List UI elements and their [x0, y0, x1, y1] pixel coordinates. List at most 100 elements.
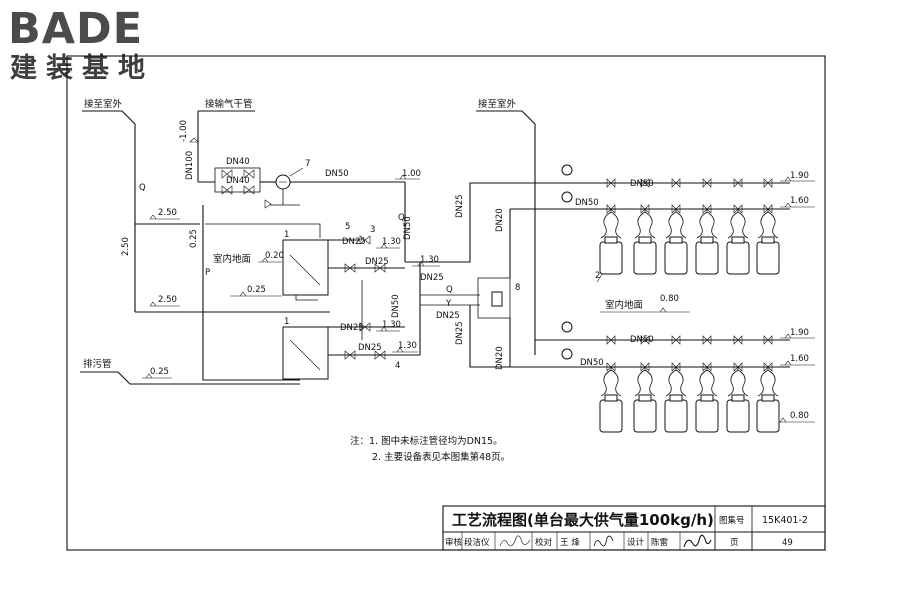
valve-group-dn40	[221, 169, 255, 195]
size-dn25-c: DN25	[340, 323, 364, 333]
valve-icon	[640, 362, 650, 372]
check-label: 校对	[535, 537, 553, 548]
lpg-cylinder	[726, 241, 750, 275]
switch-manifold-8	[477, 277, 511, 319]
label-q-right: Q	[446, 285, 453, 295]
lpg-cylinder	[664, 241, 688, 275]
pressure-gauge-3	[561, 321, 573, 333]
valve-icon	[702, 335, 712, 345]
size-dn25-q: DN25	[420, 273, 444, 283]
valve-icon	[702, 362, 712, 372]
lpg-cylinder	[633, 399, 657, 433]
review-signature	[499, 535, 531, 547]
size-dn20-r2: DN20	[495, 346, 505, 370]
pipe-inner-loop	[202, 205, 300, 381]
elev-250-upper: 2.50	[158, 208, 177, 218]
elev-025-drain: 0.25	[150, 367, 169, 377]
pipe-to-right	[405, 182, 535, 263]
elev-130-a: 1.30	[382, 237, 401, 247]
flex-hose	[696, 369, 708, 397]
elev-250-vertical: 2.50	[121, 237, 131, 256]
callout-4: 4	[395, 361, 400, 371]
size-dn50-main: DN50	[325, 169, 349, 179]
atlas-value: 15K401-2	[762, 515, 808, 526]
atlas-label: 图集号	[719, 515, 745, 526]
lpg-cylinder	[726, 399, 750, 433]
flex-hose	[665, 211, 677, 239]
pressure-gauge-2	[561, 191, 573, 203]
size-dn25-a: DN25	[342, 237, 366, 247]
design-name: 陈雷	[651, 537, 668, 548]
valve-icon	[606, 335, 616, 345]
size-dn25-r1: DN25	[455, 194, 465, 218]
flex-hose	[757, 369, 769, 397]
pressure-gauge-1	[561, 164, 573, 176]
flex-hose	[600, 369, 612, 397]
valve-group-lower	[344, 322, 386, 360]
valve-icon	[733, 178, 743, 188]
elev-190-b: 1.90	[790, 328, 809, 338]
cylinder-unit	[756, 335, 780, 433]
size-dn40-top: DN40	[226, 157, 250, 167]
elev-minus-100: -1.00	[179, 120, 189, 142]
size-dn50-r2: DN50	[575, 198, 599, 208]
logo-latin-text: BADE	[8, 4, 144, 54]
valve-icon	[763, 178, 773, 188]
flex-hose	[634, 369, 646, 397]
lpg-cylinder	[599, 241, 623, 275]
bade-logo: BADE 建装基地	[8, 6, 183, 86]
design-signature	[683, 534, 712, 548]
pipe-outdoor-left	[82, 110, 136, 312]
elev-130-d: 1.30	[398, 341, 417, 351]
cylinder-unit	[599, 178, 623, 275]
size-dn25-b: DN25	[365, 257, 389, 267]
label-q-mid: Q	[398, 213, 405, 223]
elev-160-a: 1.60	[790, 196, 809, 206]
label-outdoor-right: 接至室外	[478, 98, 517, 110]
note-2: 2. 主要设备表见本图集第48页。	[372, 451, 510, 463]
valve-icon	[763, 204, 773, 214]
pipe-outdoor-right	[476, 110, 536, 355]
cylinder-unit	[664, 178, 688, 275]
lpg-cylinder	[695, 241, 719, 275]
cylinder-unit	[633, 178, 657, 275]
valve-icon	[671, 204, 681, 214]
callout-1-bottom: 1	[284, 317, 289, 327]
vaporizer-upper-1	[282, 239, 329, 296]
valve-icon	[640, 178, 650, 188]
check-signature	[593, 535, 614, 547]
lpg-cylinder	[756, 399, 780, 433]
review-label: 审核	[445, 537, 463, 548]
check-name: 王 烽	[560, 537, 580, 548]
size-dn20-r1: DN20	[495, 208, 505, 232]
elev-025-b: 0.25	[247, 285, 266, 295]
cylinder-unit	[633, 335, 657, 433]
elev-080-a: 0.80	[660, 294, 679, 304]
cylinder-unit	[664, 335, 688, 433]
elev-250-lower: 2.50	[158, 295, 177, 305]
size-dn50-small: DN50	[391, 294, 401, 318]
label-gas-main: 接输气干管	[205, 98, 253, 110]
lpg-cylinder	[756, 241, 780, 275]
callout-7: 7	[305, 159, 310, 169]
title-block	[442, 505, 826, 551]
cylinder-group-lower	[599, 335, 780, 433]
label-indoor-floor-right: 室内地面	[605, 299, 643, 311]
pipe-drain	[80, 371, 300, 385]
valve-icon	[671, 335, 681, 345]
title-text: 工艺流程图(单台最大供气量100kg/h)	[452, 511, 714, 529]
cylinder-unit	[726, 335, 750, 433]
valve-assembly-dn40	[214, 167, 261, 193]
design-label: 设计	[627, 537, 645, 548]
flex-hose	[600, 211, 612, 239]
elev-130-c: 1.30	[382, 320, 401, 330]
valve-icon	[763, 362, 773, 372]
logo-cjk-text: 建装基地	[10, 53, 154, 84]
label-y: Y	[445, 299, 452, 309]
callout-8: 8	[515, 283, 520, 293]
size-dn50-r1: DN50	[630, 179, 654, 189]
callout-3: 3	[370, 225, 375, 235]
elev-130-b: 1.30	[420, 255, 439, 265]
cylinder-group-upper	[599, 178, 780, 275]
